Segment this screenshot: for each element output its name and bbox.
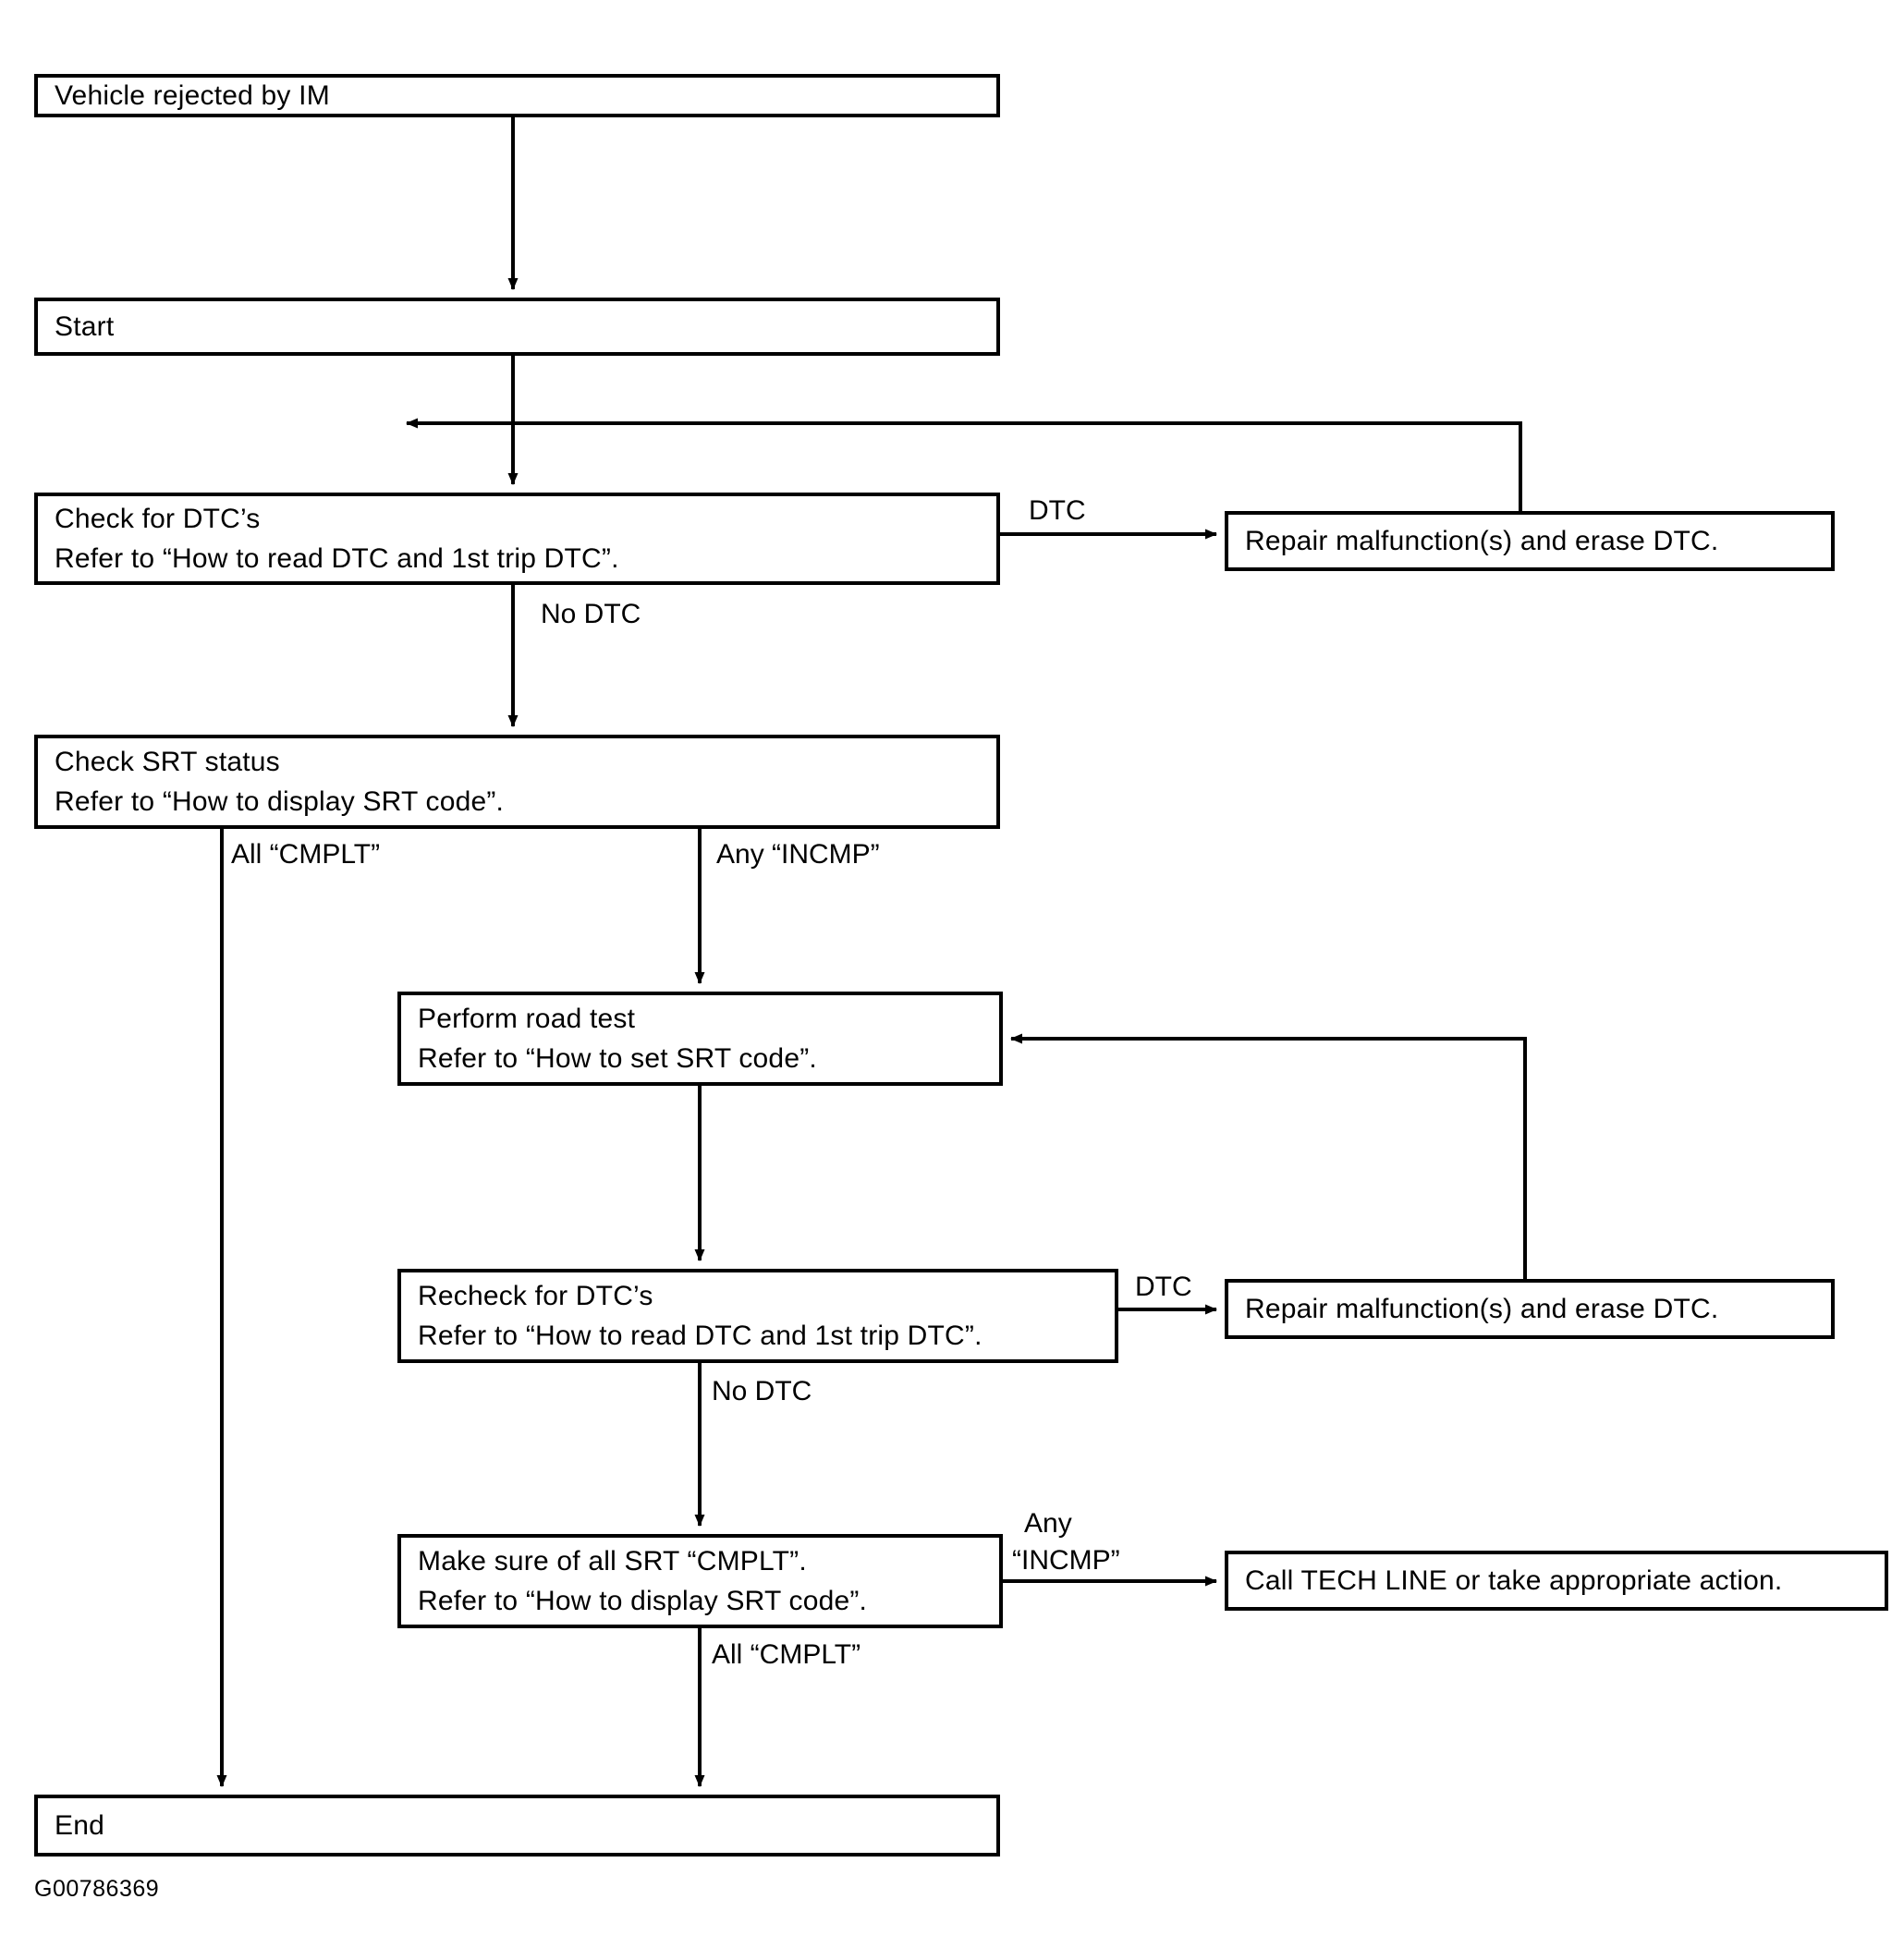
node-text-line-1: Recheck for DTC’s	[418, 1281, 653, 1311]
node-text-line-2: Refer to “How to set SRT code”.	[418, 1043, 817, 1074]
edge-label-no-dtc-2: No DTC	[712, 1376, 812, 1406]
node-repair-malfunctions-1[interactable]: Repair malfunction(s) and erase DTC.	[1225, 511, 1835, 571]
edge-label-dtc-1: DTC	[1029, 495, 1086, 526]
node-make-sure-all-srt-cmplt[interactable]: Make sure of all SRT “CMPLT”. Refer to “…	[397, 1534, 1003, 1628]
node-text-line-2: Refer to “How to read DTC and 1st trip D…	[55, 543, 619, 574]
node-text: Call TECH LINE or take appropriate actio…	[1245, 1565, 1783, 1596]
node-call-tech-line[interactable]: Call TECH LINE or take appropriate actio…	[1225, 1551, 1888, 1611]
node-text-line-1: Perform road test	[418, 1004, 636, 1034]
node-check-for-dtc[interactable]: Check for DTC’s Refer to “How to read DT…	[34, 493, 1000, 585]
node-vehicle-rejected[interactable]: Vehicle rejected by IM	[34, 74, 1000, 117]
node-text: Vehicle rejected by IM	[55, 80, 330, 111]
node-text-line-1: Check SRT status	[55, 747, 280, 777]
edge-label-any-incmp-1: Any “INCMP”	[716, 839, 880, 870]
node-text-line-1: Make sure of all SRT “CMPLT”.	[418, 1546, 807, 1577]
node-text-line-2: Refer to “How to display SRT code”.	[55, 786, 505, 817]
node-text-line-2: Refer to “How to read DTC and 1st trip D…	[418, 1321, 983, 1351]
node-recheck-for-dtc[interactable]: Recheck for DTC’s Refer to “How to read …	[397, 1269, 1118, 1363]
edge-label-no-dtc-1: No DTC	[541, 599, 641, 629]
node-text: Start	[55, 311, 115, 342]
node-start[interactable]: Start	[34, 298, 1000, 356]
figure-caption: G00786369	[34, 1876, 160, 1902]
edge-label-any-incmp-2-line-1: Any	[1024, 1508, 1072, 1539]
node-text-line-2: Refer to “How to display SRT code”.	[418, 1586, 868, 1616]
connector-repair2-feedback	[1010, 1033, 1527, 1279]
edge-label-all-cmplt-2: All “CMPLT”	[712, 1639, 861, 1670]
edge-label-dtc-2: DTC	[1135, 1272, 1192, 1302]
node-text-line-1: Check for DTC’s	[55, 504, 261, 534]
node-text: Repair malfunction(s) and erase DTC.	[1245, 1294, 1719, 1324]
node-end[interactable]: End	[34, 1795, 1000, 1857]
node-text: End	[55, 1810, 104, 1841]
node-repair-malfunctions-2[interactable]: Repair malfunction(s) and erase DTC.	[1225, 1279, 1835, 1339]
node-text: Repair malfunction(s) and erase DTC.	[1245, 526, 1719, 556]
edge-label-any-incmp-2-line-2: “INCMP”	[1012, 1545, 1120, 1576]
edge-label-all-cmplt-1: All “CMPLT”	[231, 839, 381, 870]
node-check-srt-status[interactable]: Check SRT status Refer to “How to displa…	[34, 735, 1000, 829]
node-perform-road-test[interactable]: Perform road test Refer to “How to set S…	[397, 992, 1003, 1086]
